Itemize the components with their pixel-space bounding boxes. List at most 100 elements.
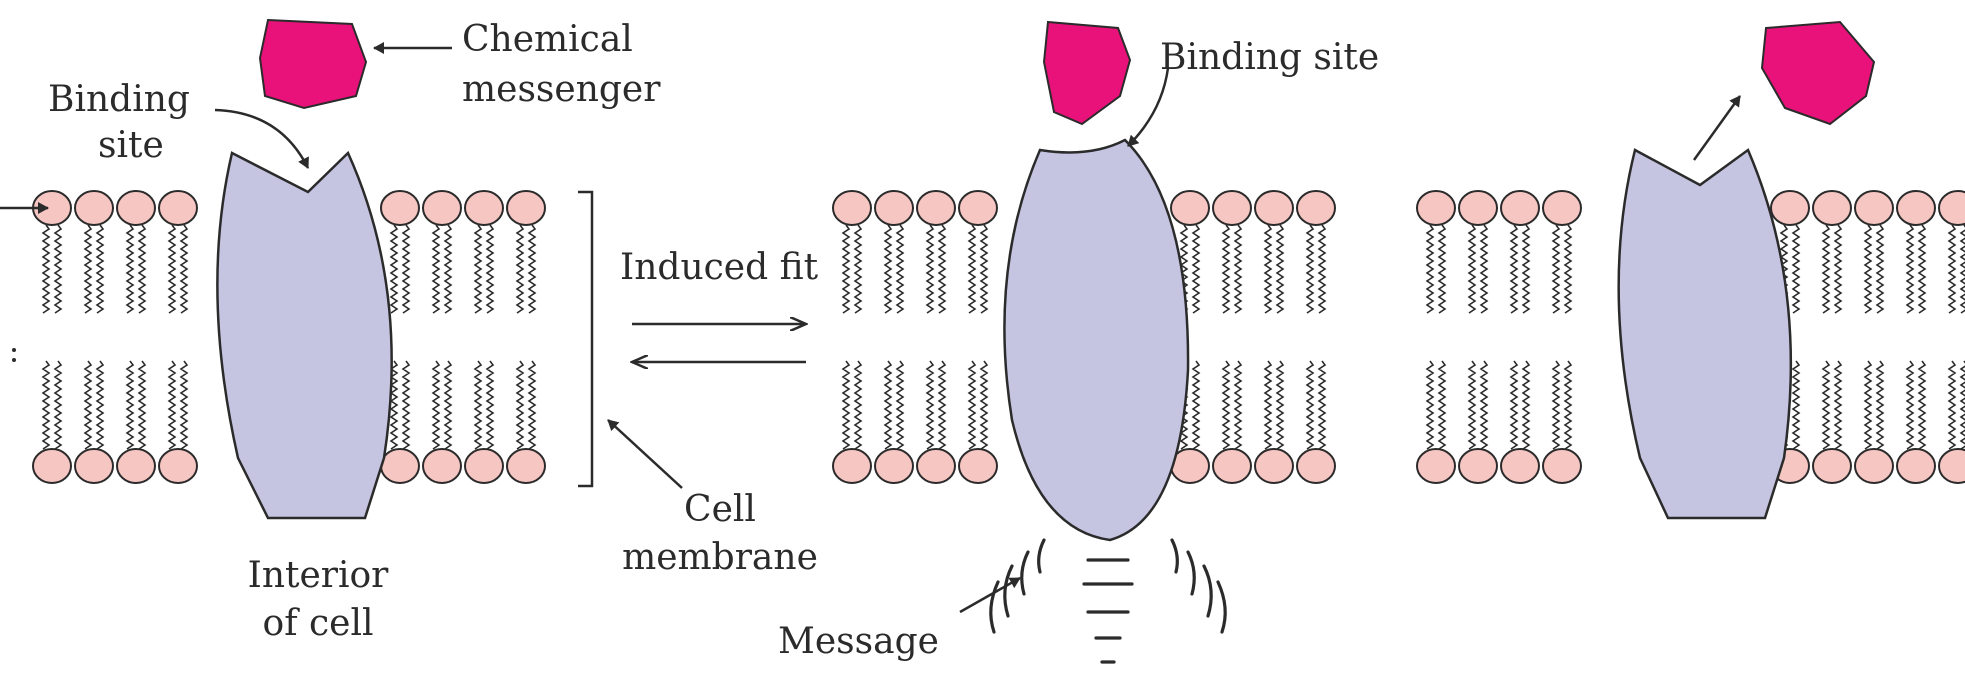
cell-membrane-label-line2: membrane: [600, 538, 840, 578]
lipid-tail: [529, 225, 535, 313]
lipid-tail: [885, 225, 891, 313]
lipid-head: [159, 191, 197, 225]
lipid-tail: [939, 225, 945, 313]
lipid-head: [833, 449, 871, 483]
lipid-head: [117, 191, 155, 225]
lipid-tail: [1481, 361, 1487, 449]
lipid-head: [507, 449, 545, 483]
lipid-tail: [1223, 225, 1229, 313]
lipid-tail: [139, 361, 145, 449]
lipid-head: [423, 191, 461, 225]
lipid-tail: [1823, 361, 1829, 449]
lipid-head: [1297, 191, 1335, 225]
lipid-tail: [1907, 361, 1913, 449]
lipid-tail: [885, 361, 891, 449]
lipid-tail: [487, 361, 493, 449]
lipid-tail: [1949, 225, 1955, 313]
lipid-tail: [855, 361, 861, 449]
lipid-tail: [139, 225, 145, 313]
lipid-head: [75, 191, 113, 225]
lipid-head: [1255, 449, 1293, 483]
lipid-tail: [1427, 225, 1433, 313]
lipid-tail: [1919, 361, 1925, 449]
lipid-tail: [85, 361, 91, 449]
lipid-tail: [1277, 361, 1283, 449]
lipid-head: [1771, 191, 1809, 225]
message-label: Message: [778, 622, 939, 662]
lipid-head: [381, 449, 419, 483]
lipid-tail: [1307, 361, 1313, 449]
lipid-tail: [1319, 225, 1325, 313]
lipid-tail: [181, 361, 187, 449]
lipid-tail: [1439, 225, 1445, 313]
lipid-tail: [43, 225, 49, 313]
lipid-tail: [1835, 361, 1841, 449]
lipid-tail: [981, 361, 987, 449]
chemical-messenger-label-line1: Chemical: [462, 20, 633, 60]
binding-site-label-left-line1: Binding: [48, 80, 190, 120]
lipid-tail: [169, 361, 175, 449]
lipid-tail: [927, 361, 933, 449]
lipid-head: [1255, 191, 1293, 225]
message-signal-arcs: [991, 540, 1225, 662]
lipid-head: [1297, 449, 1335, 483]
lipid-head: [1939, 191, 1965, 225]
edge-mark: [12, 348, 16, 352]
lipid-tail: [969, 225, 975, 313]
binding-site-pointer-middle: [1128, 68, 1168, 146]
lipid-tail: [1265, 361, 1271, 449]
lipid-head: [875, 449, 913, 483]
lipid-tail: [127, 361, 133, 449]
lipid-tail: [1961, 225, 1965, 313]
lipid-tail: [529, 361, 535, 449]
lipid-head: [1543, 449, 1581, 483]
binding-site-label-middle: Binding site: [1160, 38, 1379, 78]
lipid-tail: [1481, 225, 1487, 313]
lipid-tail: [1469, 225, 1475, 313]
lipid-tail: [487, 225, 493, 313]
lipid-head: [875, 191, 913, 225]
lipid-head: [1543, 191, 1581, 225]
lipid-tail: [1865, 361, 1871, 449]
lipid-tail: [1523, 361, 1529, 449]
lipid-tail: [1919, 225, 1925, 313]
lipid-tail: [1307, 225, 1313, 313]
lipid-tail: [1511, 225, 1517, 313]
lipid-head: [1459, 449, 1497, 483]
receptor-protein-right: [1619, 150, 1791, 518]
lipid-head: [1501, 191, 1539, 225]
lipid-tail: [1823, 225, 1829, 313]
lipid-tail: [433, 225, 439, 313]
lipid-tail: [1265, 225, 1271, 313]
lipid-head: [1171, 191, 1209, 225]
lipid-head: [1459, 191, 1497, 225]
lipid-head: [117, 449, 155, 483]
lipid-head: [1417, 191, 1455, 225]
lipid-tail: [1439, 361, 1445, 449]
lipid-tail: [939, 361, 945, 449]
lipid-tail: [1319, 361, 1325, 449]
lipid-head: [1213, 191, 1251, 225]
lipid-head: [1855, 449, 1893, 483]
lipid-tail: [1277, 225, 1283, 313]
lipid-tail: [1877, 361, 1883, 449]
lipid-tail: [391, 225, 397, 313]
lipid-tail: [1469, 361, 1475, 449]
lipid-tail: [1553, 225, 1559, 313]
edge-mark: [12, 358, 16, 362]
lipid-head: [1501, 449, 1539, 483]
lipid-head: [959, 191, 997, 225]
lipid-tail: [969, 361, 975, 449]
lipid-head: [465, 449, 503, 483]
lipid-tail: [1523, 225, 1529, 313]
cell-membrane-bracket: [578, 192, 592, 486]
lipid-head: [1939, 449, 1965, 483]
lipid-tail: [1793, 361, 1799, 449]
receptor-protein-left: [217, 153, 391, 518]
lipid-head: [1417, 449, 1455, 483]
binding-site-label-left-line2: site: [98, 126, 164, 166]
lipid-tail: [1961, 361, 1965, 449]
interior-of-cell-label-line2: of cell: [198, 604, 438, 644]
lipid-tail: [181, 225, 187, 313]
lipid-head: [1897, 449, 1935, 483]
